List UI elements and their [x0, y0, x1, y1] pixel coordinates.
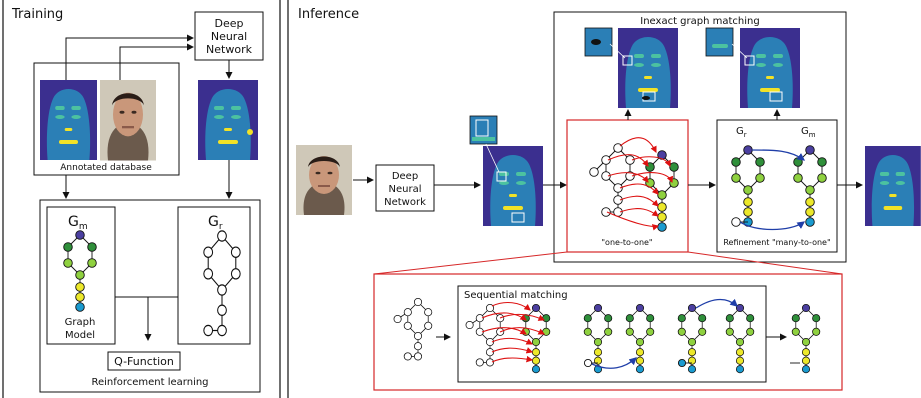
refinement-gr-label: Gr	[736, 126, 747, 139]
training-dnn-line2: Neural	[211, 30, 247, 43]
training-dnn-line3: Network	[206, 43, 253, 56]
sequential-matching-label: Sequential matching	[464, 290, 568, 301]
gm-label: Gm	[68, 214, 88, 232]
training-dnn-line1: Deep	[215, 17, 244, 30]
inexact-matching-box	[553, 11, 847, 263]
inference-panel: Inference Deep Neural Network Inexact gr…	[287, 0, 921, 398]
inference-dnn-box	[375, 164, 435, 212]
refinement-gm-label: Gm	[801, 126, 816, 139]
training-title: Training	[11, 7, 63, 22]
inference-dnn-line3: Network	[384, 197, 426, 208]
sequential-matching-box	[457, 285, 767, 383]
annotated-database-box	[33, 62, 180, 176]
inference-dnn-line2: Neural	[389, 184, 422, 195]
graph-model-box	[46, 206, 116, 345]
refinement-label: Refinement "many-to-one"	[723, 238, 830, 247]
gr-box	[177, 206, 251, 345]
one-to-one-label: "one-to-one"	[601, 238, 652, 247]
sequential-zoom-box	[373, 273, 843, 391]
graph-model-line1: Graph	[65, 317, 96, 328]
inference-title: Inference	[298, 7, 359, 22]
training-panel: Training Deep Neural Network Annotated d…	[2, 0, 281, 398]
refinement-box	[716, 119, 838, 253]
graph-model-line2: Model	[65, 330, 95, 341]
reinforcement-learning-box	[39, 199, 261, 393]
inference-dnn-line1: Deep	[392, 171, 418, 182]
reinforcement-learning-label: Reinforcement learning	[91, 377, 208, 388]
q-function-label: Q-Function	[114, 355, 174, 368]
q-function-box	[107, 351, 181, 371]
annotated-database-label: Annotated database	[60, 163, 152, 173]
inexact-matching-title: Inexact graph matching	[640, 16, 759, 27]
gr-label: Gr	[208, 214, 223, 232]
